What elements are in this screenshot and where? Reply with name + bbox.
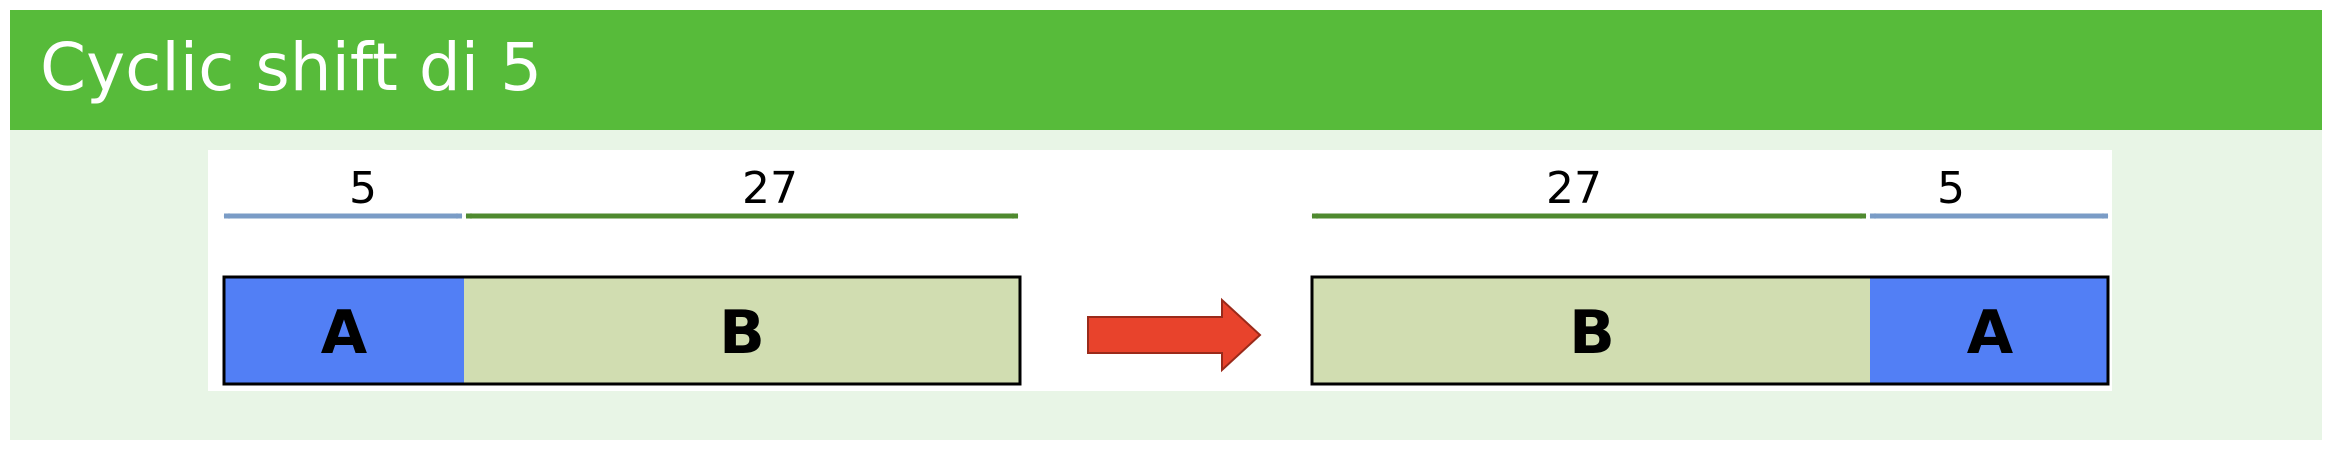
- title-bar: Cyclic shift di 5: [10, 10, 2322, 130]
- left-block-b-label: B: [719, 298, 765, 368]
- right-block-b: [1312, 277, 1870, 384]
- left-label-5: 5: [349, 163, 377, 214]
- left-label-27: 27: [742, 163, 798, 214]
- right-block-a-label: A: [1967, 298, 2014, 368]
- right-label-5: 5: [1937, 163, 1965, 214]
- right-block-b-label: B: [1569, 298, 1615, 368]
- left-block-b: [464, 277, 1020, 384]
- left-array-outline: [222, 275, 1022, 386]
- left-block-a-label: A: [321, 298, 368, 368]
- shift-arrow: [1087, 297, 1262, 373]
- right-array-outline: [1310, 275, 2110, 386]
- left-block-a: [224, 277, 464, 384]
- slide-title: Cyclic shift di 5: [40, 29, 543, 106]
- right-label-27: 27: [1546, 163, 1602, 214]
- right-block-a: [1870, 277, 2108, 384]
